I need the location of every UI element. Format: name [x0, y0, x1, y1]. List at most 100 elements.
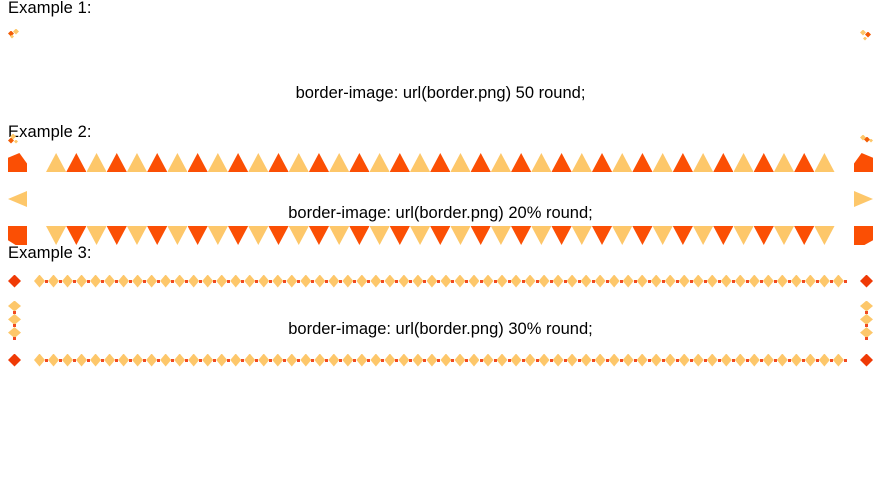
border-triangle — [106, 226, 127, 245]
corner-diamond-dark-icon — [8, 137, 14, 144]
example-3-bottom-edge — [34, 354, 847, 367]
border-diamond — [440, 354, 455, 367]
border-triangle — [46, 226, 67, 245]
border-diamond — [314, 275, 329, 288]
border-triangle — [612, 226, 633, 245]
border-diamond — [398, 275, 413, 288]
border-diamond — [188, 275, 203, 288]
border-diamond — [553, 275, 567, 288]
border-diamond — [595, 275, 609, 288]
border-diamond — [356, 275, 371, 288]
border-triangle — [753, 226, 774, 245]
corner-diamond-dark-icon — [865, 31, 871, 38]
border-diamond — [8, 314, 21, 328]
example-3-corner-top-left-icon — [8, 274, 21, 288]
border-triangle — [773, 153, 795, 172]
example-2-right-edge — [854, 191, 873, 207]
border-diamond — [440, 275, 455, 288]
border-diamond — [595, 354, 609, 367]
border-diamond — [567, 275, 581, 288]
border-triangle — [511, 153, 532, 172]
example-3-declaration-text: border-image: url(border.png) 30% round; — [288, 319, 593, 338]
border-triangle — [591, 153, 613, 172]
border-triangle — [268, 153, 289, 172]
border-diamond — [174, 275, 189, 288]
border-diamond — [511, 275, 525, 288]
border-triangle — [147, 153, 168, 172]
triangle-row-bottom — [46, 226, 835, 245]
border-diamond — [609, 354, 623, 367]
border-diamond — [272, 354, 287, 367]
border-triangle — [814, 153, 835, 172]
border-diamond — [763, 354, 777, 367]
border-diamond — [860, 327, 873, 341]
border-triangle — [490, 226, 512, 245]
border-diamond — [202, 354, 217, 367]
diamond-column-left — [8, 301, 21, 341]
border-triangle — [591, 226, 613, 245]
border-diamond — [791, 275, 805, 288]
border-triangle — [86, 226, 107, 245]
border-diamond — [735, 275, 749, 288]
border-diamond — [412, 275, 427, 288]
border-triangle — [349, 153, 370, 172]
border-diamond — [384, 275, 399, 288]
border-diamond — [679, 275, 693, 288]
border-triangle — [409, 226, 431, 245]
border-diamond — [860, 301, 873, 315]
border-triangle — [369, 226, 390, 245]
border-diamond — [553, 354, 567, 367]
border-diamond — [623, 275, 637, 288]
border-diamond — [609, 275, 623, 288]
border-triangle — [571, 153, 592, 172]
border-diamond — [146, 275, 161, 288]
border-diamond — [735, 354, 749, 367]
border-diamond — [76, 275, 91, 288]
border-diamond — [707, 354, 721, 367]
border-triangle — [551, 226, 572, 245]
border-diamond — [567, 354, 581, 367]
border-diamond — [104, 275, 119, 288]
border-triangle — [753, 153, 774, 172]
border-diamond — [230, 275, 245, 288]
border-triangle — [46, 153, 67, 172]
border-triangle — [652, 153, 673, 172]
example-2-corner-bottom-right-icon — [854, 226, 873, 245]
border-diamond — [202, 275, 217, 288]
example-3-border-box: border-image: url(border.png) 30% round; — [8, 274, 873, 367]
border-triangle — [207, 153, 228, 172]
corner-diamond-light-icon — [860, 134, 866, 141]
border-triangle — [409, 153, 431, 172]
border-triangle — [167, 153, 188, 172]
border-diamond — [300, 354, 315, 367]
corner-diamond-light-icon — [860, 29, 866, 36]
border-diamond — [763, 275, 777, 288]
border-diamond — [48, 354, 63, 367]
border-diamond — [258, 275, 273, 288]
border-diamond — [34, 275, 49, 288]
border-diamond — [805, 354, 819, 367]
corner-diamond-dark-icon — [864, 136, 870, 143]
border-triangle — [8, 191, 27, 207]
border-diamond — [665, 275, 679, 288]
border-diamond — [791, 354, 805, 367]
border-triangle — [794, 153, 815, 172]
border-diamond — [426, 354, 441, 367]
border-triangle — [632, 226, 653, 245]
border-triangle — [248, 153, 269, 172]
border-diamond — [132, 354, 147, 367]
border-diamond — [525, 354, 539, 367]
border-diamond — [819, 354, 833, 367]
corner-diamond-dark-icon — [8, 30, 14, 37]
border-diamond — [286, 354, 301, 367]
border-diamond — [651, 275, 665, 288]
border-triangle — [308, 153, 330, 172]
border-diamond — [426, 275, 441, 288]
border-diamond — [511, 354, 525, 367]
border-triangle — [531, 153, 552, 172]
border-diamond — [693, 354, 707, 367]
border-triangle — [551, 153, 572, 172]
border-triangle — [511, 226, 532, 245]
border-triangle — [147, 226, 168, 245]
example-2-corner-top-right-icon — [854, 153, 873, 172]
